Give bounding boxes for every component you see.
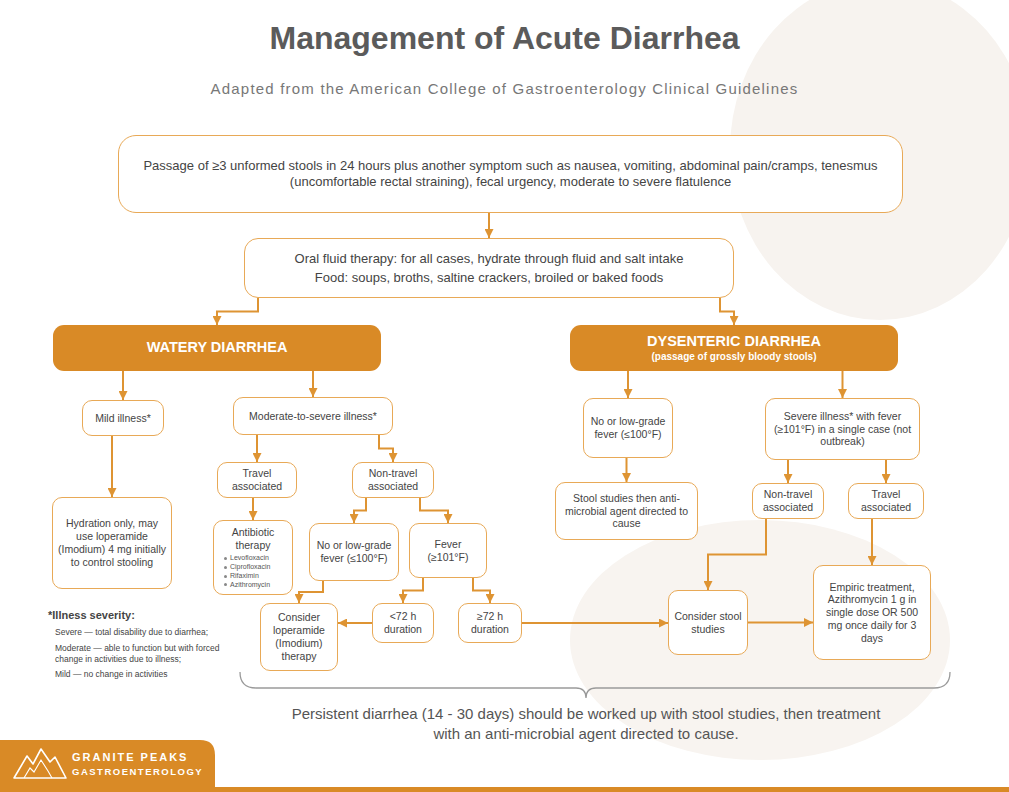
treatment-box: Antibiotic therapyLevofloxacinCiprofloxa… [213, 520, 293, 595]
drug-item: Rifaximin [221, 572, 259, 581]
band-subtitle: (passage of grossly bloody stools) [651, 351, 816, 363]
decision-box: Travel associated [217, 462, 297, 498]
flow-arrow [708, 519, 766, 590]
decision-box: Travel associated [848, 483, 924, 519]
decision-box: No or low-grade fever (≤100°F) [309, 523, 399, 581]
box-text: DYSENTERIC DIARRHEA [647, 333, 821, 351]
diagram-title: Management of Acute Diarrhea [0, 20, 1009, 57]
treatment-box: Consider loperamide (Imodium) therapy [260, 603, 338, 671]
treatment-box: Stool studies then anti-microbial agent … [555, 482, 698, 540]
flow-arrow [842, 371, 844, 398]
flow-arrow [217, 298, 258, 325]
box-text: No or low-grade fever (≤100°F) [315, 539, 393, 565]
decision-box: Moderate-to-severe illness* [233, 397, 393, 435]
mountain-icon [24, 760, 52, 778]
flow-arrow [122, 371, 124, 400]
box-text: Mild illness* [95, 412, 150, 425]
box-text: <72 h duration [378, 610, 428, 636]
legend-heading: *Illness severity: [48, 609, 223, 623]
therapy-box: Oral fluid therapy: for all cases, hydra… [244, 238, 734, 298]
duration-box: <72 h duration [372, 603, 434, 643]
box-text: Moderate-to-severe illness* [249, 410, 377, 423]
bracket [240, 672, 950, 698]
flow-arrow [420, 498, 448, 523]
flow-arrow [627, 371, 629, 398]
entry-criteria-box: Passage of ≥3 unformed stools in 24 hour… [118, 135, 903, 213]
footer-rule [215, 787, 1009, 792]
logo-text: GASTROENTEROLOGY [72, 766, 212, 778]
decision-box: Severe illness* with fever (≥101°F) in a… [765, 398, 920, 460]
flow-arrow [379, 435, 393, 462]
flow-arrow [354, 498, 366, 523]
box-text: WATERY DIARRHEA [147, 339, 288, 357]
category-band: DYSENTERIC DIARRHEA(passage of grossly b… [570, 325, 898, 371]
background-shade [570, 520, 950, 760]
box-text: Travel associated [223, 467, 291, 493]
subtitle: Adapted from the American College of Gas… [0, 80, 1009, 99]
decision-box: Non-travel associated [752, 483, 824, 519]
flow-arrow [787, 460, 789, 483]
drug-item: Azithromycin [221, 581, 270, 590]
flow-arrow [626, 458, 628, 482]
flow-arrow [256, 435, 258, 462]
box-text: No or low-grade fever (≤100°F) [589, 415, 667, 441]
flow-arrow [403, 578, 423, 603]
severity-note: Moderate — able to function but with for… [55, 643, 227, 664]
box-text: Empiric treatment, Azithromycin 1 g in s… [819, 581, 925, 645]
box-text: Food: soups, broths, saltine crackers, b… [315, 270, 663, 286]
flow-arrow [748, 622, 813, 624]
box-text: Consider stool studies [674, 610, 742, 636]
category-band: WATERY DIARRHEA [53, 325, 381, 371]
box-text: Non-travel associated [358, 467, 428, 493]
flow-arrow [338, 622, 372, 624]
flow-arrow [111, 436, 113, 497]
decision-box: Mild illness* [82, 400, 164, 436]
logo-text: GRANITE PEAKS [72, 751, 212, 765]
flow-arrow [312, 371, 314, 397]
severity-note: Mild — no change in activities [55, 669, 227, 680]
treatment-box: Consider stool studies [668, 590, 748, 655]
box-text: Non-travel associated [758, 488, 818, 514]
flow-arrow [720, 298, 734, 325]
treatment-box: Hydration only, may use loperamide (Imod… [52, 497, 172, 589]
box-text: Consider loperamide (Imodium) therapy [266, 611, 332, 662]
flow-arrow [488, 213, 490, 238]
severity-note: Severe — total disability due to diarrhe… [55, 627, 227, 638]
flow-arrow [473, 578, 490, 603]
box-text: ≥72 h duration [464, 610, 516, 636]
box-text: Fever (≥101°F) [415, 538, 481, 564]
decision-box: Fever (≥101°F) [409, 523, 487, 578]
box-text: Antibiotic therapy [219, 526, 287, 552]
flow-arrow [871, 519, 873, 565]
drug-item: Ciprofloxacin [221, 563, 270, 572]
flow-arrow [299, 581, 323, 603]
box-text: Hydration only, may use loperamide (Imod… [58, 517, 166, 568]
flow-arrow [885, 460, 887, 483]
logo-panel [0, 740, 215, 792]
box-text: Passage of ≥3 unformed stools in 24 hour… [124, 158, 897, 190]
caption: Persistent diarrhea (14 - 30 days) shoul… [286, 704, 886, 743]
box-text: Stool studies then anti-microbial agent … [561, 492, 692, 530]
drug-item: Levofloxacin [221, 554, 269, 563]
decision-box: No or low-grade fever (≤100°F) [583, 398, 673, 458]
flow-arrow [252, 498, 254, 520]
box-text: Severe illness* with fever (≥101°F) in a… [771, 410, 914, 448]
decision-box: Non-travel associated [352, 462, 434, 498]
duration-box: ≥72 h duration [458, 603, 522, 643]
flow-arrow [522, 622, 668, 624]
mountain-icon [14, 749, 66, 778]
box-text: Oral fluid therapy: for all cases, hydra… [295, 251, 684, 267]
treatment-box: Empiric treatment, Azithromycin 1 g in s… [813, 565, 931, 660]
box-text: Travel associated [854, 488, 918, 514]
